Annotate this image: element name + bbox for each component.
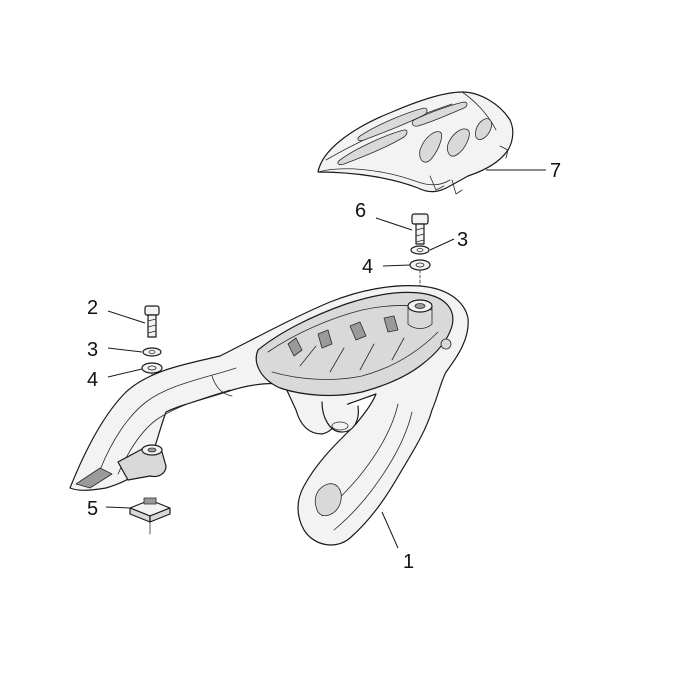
leader-3-left (107, 347, 143, 353)
leader-4-left (107, 368, 143, 378)
leader-3-right (429, 238, 455, 251)
callout-3-left: 3 (87, 339, 98, 361)
callout-5: 5 (87, 498, 98, 520)
part-5-nut-clip (129, 497, 171, 535)
part-3-washer-left (142, 347, 162, 357)
leader-5 (105, 506, 131, 509)
part-7-cover-plate (317, 91, 514, 195)
callout-6: 6 (355, 200, 366, 222)
leader-6 (375, 217, 413, 231)
callout-2: 2 (87, 297, 98, 319)
part-4-washer-right (409, 259, 431, 271)
callout-3-right: 3 (457, 229, 468, 251)
callout-7: 7 (550, 160, 561, 182)
part-2-bolt (144, 305, 160, 338)
part-1-rear-carrier (69, 285, 469, 546)
leader-2 (107, 310, 146, 324)
part-4-washer-left (141, 362, 163, 374)
part-3-washer-right (410, 245, 430, 255)
leader-lines (105, 169, 546, 549)
leader-4-right (382, 264, 411, 267)
callout-4-right: 4 (362, 256, 373, 278)
callout-4-left: 4 (87, 369, 98, 391)
part-6-bolt (411, 213, 429, 245)
callout-1: 1 (403, 551, 414, 573)
leader-1 (381, 511, 399, 549)
